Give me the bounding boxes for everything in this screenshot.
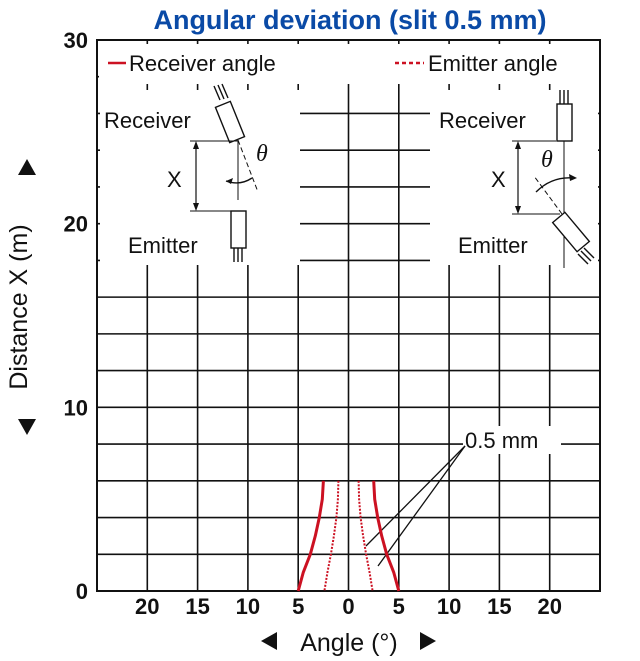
plot-frame — [96, 39, 601, 592]
emitter-angle-line-right — [357, 480, 374, 592]
diagram-right-receiver-icon — [556, 90, 573, 142]
diagram-left-backdrop — [100, 90, 300, 265]
diagram-left-receiver-label: Receiver — [104, 108, 191, 133]
x-tick-label: 20 — [135, 594, 159, 619]
legend-label-emitter: Emitter angle — [428, 51, 558, 76]
x-tick-label: 15 — [487, 594, 511, 619]
x-tick-label: 10 — [437, 594, 461, 619]
diagram-right-distance-label: X — [491, 167, 506, 192]
diagram-left-receiver-icon — [213, 83, 246, 144]
diagram-left-arc-arrow — [226, 178, 233, 184]
diagram-left-distance-label: X — [167, 167, 182, 192]
slit-callout-leader-1 — [365, 445, 466, 547]
y-axis-label: Distance X (m) — [5, 224, 33, 389]
diagram-left-emitter-icon — [230, 210, 247, 262]
diagram-right-emitter-icon — [551, 211, 595, 265]
diagram-right-dim-arrow-down — [515, 206, 521, 214]
diagram-right-emitter-label: Emitter — [458, 233, 528, 258]
diagram-right-dim-arrow-up — [515, 141, 521, 149]
x-axis-right-arrow-icon — [420, 632, 436, 650]
diagram-left-theta-label: θ — [256, 141, 268, 167]
diagram-left-dim-arrow-up — [193, 141, 199, 149]
diagram-emitter-tilted: Receiver Emitter X θ — [430, 90, 598, 268]
y-tick-labels: 0 10 20 30 — [64, 28, 88, 604]
y-axis-down-arrow-icon — [18, 419, 36, 435]
slit-callout: 0.5 mm — [365, 426, 561, 567]
diagram-right-theta-label: θ — [541, 147, 553, 173]
series-layer — [296, 480, 401, 592]
receiver-angle-line-left — [296, 480, 325, 592]
emitter-angle-line-left — [323, 480, 340, 592]
x-tick-label: 0 — [342, 594, 354, 619]
x-tick-label: 15 — [185, 594, 209, 619]
x-tick-label: 20 — [537, 594, 561, 619]
x-tick-labels: 20 15 10 5 0 5 10 15 20 — [135, 594, 562, 619]
receiver-angle-line-right — [372, 480, 401, 592]
y-tick-label: 20 — [64, 212, 88, 237]
y-tick-label: 30 — [64, 28, 88, 53]
x-tick-label: 5 — [292, 594, 304, 619]
y-tick-label: 10 — [64, 395, 88, 420]
diagram-right-arc-arrow — [569, 174, 577, 181]
slit-callout-label: 0.5 mm — [465, 428, 538, 453]
legend-background — [99, 44, 599, 84]
x-axis-left-arrow-icon — [261, 632, 277, 650]
x-tick-label: 5 — [393, 594, 405, 619]
x-axis-label: Angle (°) — [300, 629, 398, 657]
slit-callout-leader-2 — [377, 445, 466, 567]
legend-label-receiver: Receiver angle — [129, 51, 276, 76]
chart-title: Angular deviation (slit 0.5 mm) — [153, 5, 546, 35]
y-tick-label: 0 — [76, 579, 88, 604]
diagram-right-receiver-label: Receiver — [439, 108, 526, 133]
slit-callout-backdrop — [463, 426, 561, 454]
x-tick-label: 10 — [236, 594, 260, 619]
legend: Receiver angle Emitter angle — [99, 44, 599, 84]
diagram-left-receiver-axis — [237, 139, 259, 193]
diagram-left-dim-arrow-down — [193, 203, 199, 211]
diagram-left-emitter-label: Emitter — [128, 233, 198, 258]
diagram-receiver-tilted: Receiver Emitter X θ — [100, 83, 300, 265]
y-axis-up-arrow-icon — [18, 159, 36, 175]
